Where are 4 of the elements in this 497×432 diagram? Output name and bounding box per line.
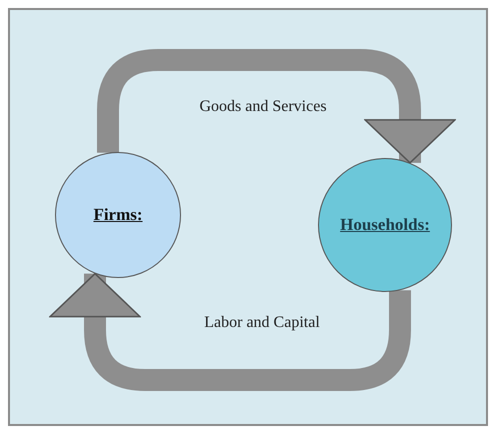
edge-label: Goods and Services (199, 98, 327, 116)
edge-label: Labor and Capital (204, 314, 320, 332)
node-label: Firms: (93, 205, 143, 225)
node-label: Households: (340, 215, 430, 235)
